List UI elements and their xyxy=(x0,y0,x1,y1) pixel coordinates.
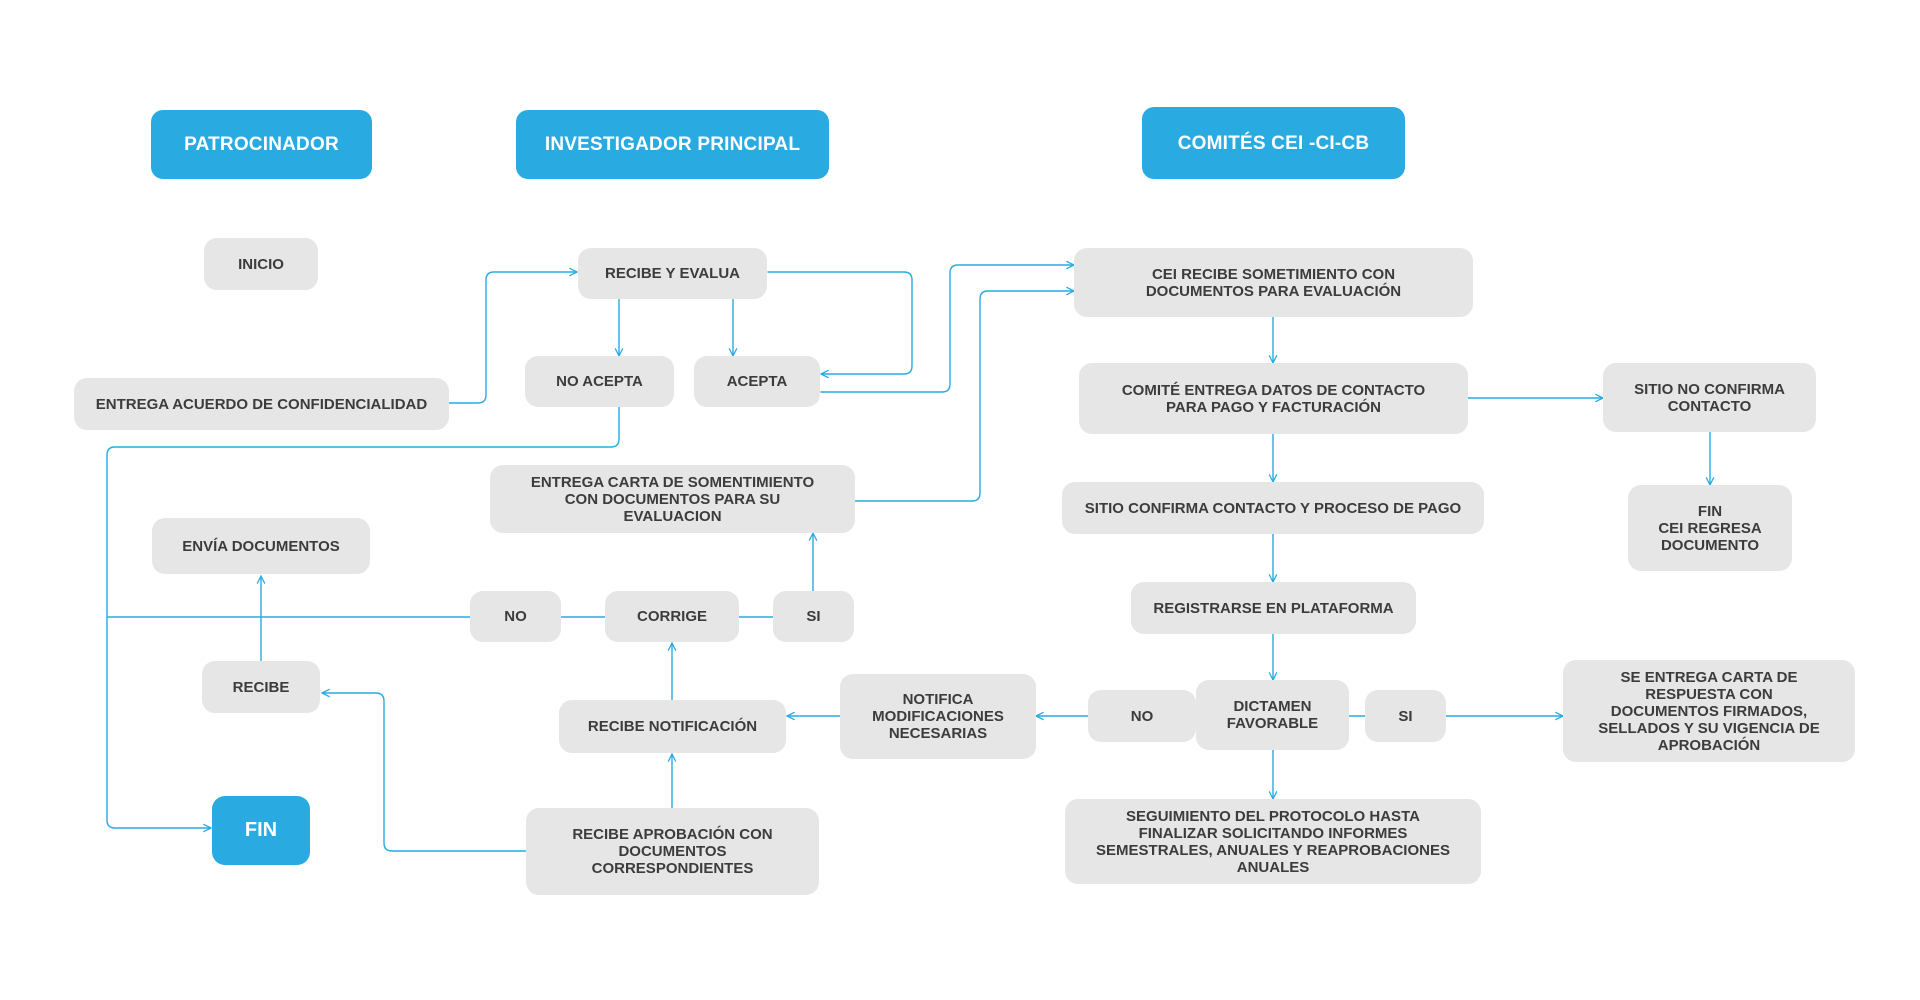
header-patrocinador: PATROCINADOR xyxy=(151,110,372,179)
node-recibe: RECIBE xyxy=(202,661,320,713)
node-entrega-carta: ENTREGA CARTA DE SOMENTIMIENTO CON DOCUM… xyxy=(490,465,855,533)
node-entrega-acuerdo: ENTREGA ACUERDO DE CONFIDENCIALIDAD xyxy=(74,378,449,430)
node-comite-entrega: COMITÉ ENTREGA DATOS DE CONTACTO PARA PA… xyxy=(1079,363,1468,434)
node-no: NO xyxy=(470,591,561,642)
connector-no-acepta-to-fin xyxy=(106,404,620,833)
node-cei-recibe: CEI RECIBE SOMETIMIENTO CON DOCUMENTOS P… xyxy=(1074,248,1473,317)
node-se-entrega-carta: SE ENTREGA CARTA DE RESPUESTA CON DOCUME… xyxy=(1563,660,1855,762)
node-registrarse: REGISTRARSE EN PLATAFORMA xyxy=(1131,582,1416,634)
node-no-comites: NO xyxy=(1088,690,1196,742)
node-seguimiento: SEGUIMIENTO DEL PROTOCOLO HASTA FINALIZA… xyxy=(1065,799,1481,884)
node-inicio: INICIO xyxy=(204,238,318,290)
node-acepta: ACEPTA xyxy=(694,356,820,407)
node-fin-cei: FIN CEI REGRESA DOCUMENTO xyxy=(1628,485,1792,571)
connector-acepta-to-cei xyxy=(820,260,1075,393)
node-notifica: NOTIFICA MODIFICACIONES NECESARIAS xyxy=(840,674,1036,759)
header-comites: COMITÉS CEI -CI-CB xyxy=(1142,107,1405,179)
connector-aprobacion-to-recibe xyxy=(321,688,527,852)
node-si-comites: SI xyxy=(1365,690,1446,742)
node-no-acepta: NO ACEPTA xyxy=(525,356,674,407)
node-dictamen: DICTAMEN FAVORABLE xyxy=(1196,680,1349,750)
connector-acuerdo-to-recibe-evalua xyxy=(448,267,578,404)
node-corrige: CORRIGE xyxy=(605,591,739,642)
node-recibe-aprobacion: RECIBE APROBACIÓN CON DOCUMENTOS CORRESP… xyxy=(526,808,819,895)
node-sitio-confirma: SITIO CONFIRMA CONTACTO Y PROCESO DE PAG… xyxy=(1062,482,1484,534)
connector-carta-to-cei xyxy=(854,286,1075,502)
node-recibe-notificacion: RECIBE NOTIFICACIÓN xyxy=(559,700,786,753)
connector-evalua-loop-to-acepta xyxy=(767,271,913,379)
node-si: SI xyxy=(773,591,854,642)
header-investigador-principal: INVESTIGADOR PRINCIPAL xyxy=(516,110,829,179)
node-recibe-evalua: RECIBE Y EVALUA xyxy=(578,248,767,299)
node-sitio-no-confirma: SITIO NO CONFIRMA CONTACTO xyxy=(1603,363,1816,432)
node-fin: FIN xyxy=(212,796,310,865)
node-envia-documentos: ENVÍA DOCUMENTOS xyxy=(152,518,370,574)
